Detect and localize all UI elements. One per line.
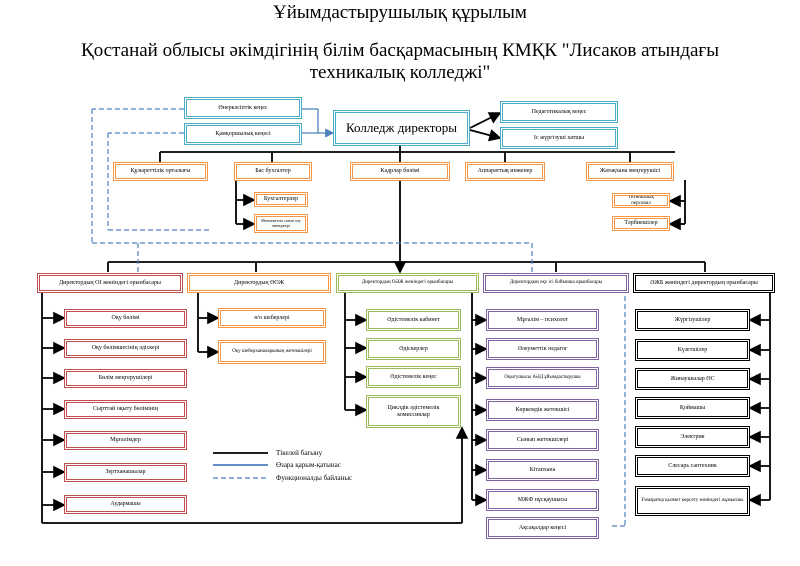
legend-direct-label: Тікелей бағыну — [276, 449, 323, 457]
list-item: Күзетшілер — [635, 339, 750, 361]
hr-department-box: Кадрлар бөлімі — [350, 162, 450, 181]
list-item: Ғимаратқа қызмет көрсету жөніндегі жұмыс… — [635, 486, 750, 516]
list-item: Сынып жетекшілері — [486, 429, 599, 451]
legend-mutual-label: Өзара қарым-қатынас — [276, 461, 341, 469]
list-item: Сырттай оқыту бөлімінің — [64, 400, 187, 419]
board-of-trustees-box: Қамқоршылық кеңесі — [184, 123, 302, 145]
list-item: Ақсақалдар кеңесі — [486, 517, 599, 539]
list-item: Әдістемелік кабинет — [366, 309, 461, 331]
list-item: Оқу шеберханаларының жетекшілері — [218, 340, 326, 364]
methodical-deputy-box: Директордың ОӘЖ жөніндегі орынбасары — [336, 273, 479, 293]
caretakers-box: Тәрбиешілер — [612, 216, 670, 231]
list-item: Мұғалімдер — [64, 431, 187, 450]
legend-functional-label: Функционалды байланыс — [276, 474, 353, 482]
list-item: Мұғалім – психолог — [486, 309, 599, 331]
list-item: Оқу бөлімі — [64, 309, 187, 328]
list-item: МЖФ нұсқаушысы — [486, 489, 599, 511]
accountants-box: Бухгалтерлер — [254, 192, 308, 207]
list-item: Оқытушысы АӘД ұйымдастырушы — [486, 367, 599, 389]
mutual-lines — [302, 108, 335, 138]
list-item: Әдіскерлер — [366, 338, 461, 360]
production-deputy-box: Директордың ӨОЖ — [187, 273, 331, 293]
list-item: Зертханашылар — [64, 463, 187, 482]
direct-lines — [41, 112, 771, 524]
chart-title: Ұйымдастырушылық құрылым — [273, 2, 527, 23]
list-item: Әлеуметтік педагог — [486, 338, 599, 360]
list-item: Қоймашы — [635, 397, 750, 419]
list-item: Жүргізушілер — [635, 309, 750, 331]
academic-deputy-box: Директордың ОІ жөніндегі орынбасары — [37, 273, 183, 293]
pedagogical-council-box: Педагогикалық кеңес — [500, 101, 618, 123]
list-item: Аудармашы — [64, 495, 187, 514]
list-item: Оқу бөлімшесінің әдіскері — [64, 339, 187, 358]
organization-name-line2: техникалық колледжі" — [309, 62, 491, 83]
list-item: Кітапхана — [486, 459, 599, 481]
economic-deputy-box: ӘЖБ жөніндегі директордың орынбасары — [633, 273, 775, 293]
list-item: Көркемдік жетекшісі — [486, 399, 599, 421]
secretary-box: Іс жүргізуші хатшы — [500, 127, 618, 149]
hardware-engineer-box: Аппараттық инженер — [465, 162, 545, 181]
list-item: Жинаушылар ӨС — [635, 368, 750, 390]
dorm-manager-box: Жатақхана меңгерушісі — [586, 162, 674, 181]
legal-center-box: Құзыреттілік орталығы — [113, 162, 208, 181]
industrial-council-box: Өнеркәсіптік кеңес — [184, 97, 302, 119]
list-item: Слесарь сантехник — [635, 455, 750, 477]
list-item: Циклдік әдістемелік комиссиялар — [366, 395, 461, 428]
college-director-box: Колледж директоры — [333, 110, 470, 146]
list-item: ө/о шеберлері — [218, 308, 326, 328]
educational-deputy-box: Директордың оқу ісі бойынша орынбасары — [483, 273, 629, 293]
chief-accountant-box: Бас бухгалтер — [234, 162, 312, 181]
organization-name-line1: Қостанай облысы әкімдігінің білім басқар… — [81, 40, 719, 61]
functional-lines — [91, 108, 626, 527]
list-item: Әдістемелік кеңес — [366, 366, 461, 388]
public-procurement-box: Мемлекеттік сатып алу менеджері — [254, 214, 308, 233]
list-item: Бөлім меңгерушілері — [64, 369, 187, 388]
list-item: Электрик — [635, 426, 750, 448]
technical-staff-box: Техникалық персонал — [612, 193, 670, 208]
